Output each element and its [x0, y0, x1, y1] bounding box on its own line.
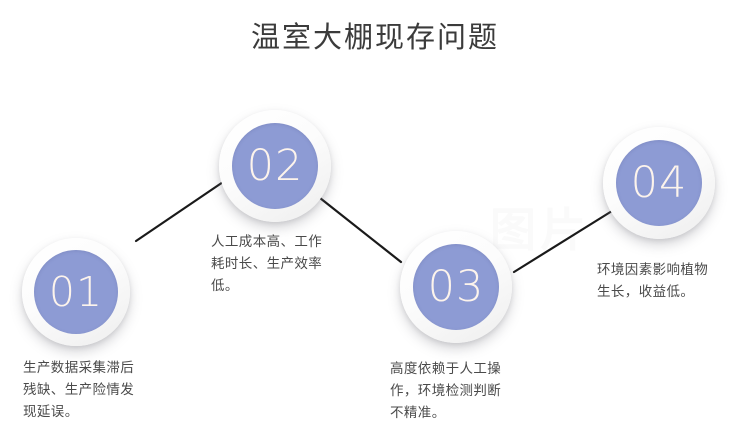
step-bubble-inner-03: 03 — [413, 244, 499, 330]
step-bubble-inner-02: 02 — [232, 123, 318, 209]
step-number-02: 02 — [246, 140, 304, 191]
step-number-01: 01 — [48, 267, 104, 316]
step-bubble-04[interactable]: 04 — [603, 127, 715, 239]
step-bubble-03[interactable]: 03 — [400, 231, 512, 343]
step-number-04: 04 — [630, 157, 688, 208]
step-caption-02: 人工成本高、工作 耗时长、生产效率 低。 — [211, 234, 323, 293]
step-bubble-inner-04: 04 — [616, 140, 702, 226]
page-title: 温室大棚现存问题 — [250, 22, 499, 54]
step-caption-04: 环境因素影响植物 生长，收益低。 — [597, 262, 709, 299]
step-bubble-01[interactable]: 01 — [22, 238, 130, 346]
step-caption-03: 高度依赖于人工操 作，环境检测判断 不精准。 — [390, 361, 502, 420]
step-number-03: 03 — [427, 261, 485, 312]
step-bubble-inner-01: 01 — [34, 250, 118, 334]
step-bubble-02[interactable]: 02 — [219, 110, 331, 222]
step-caption-01: 生产数据采集滞后 残缺、生产险情发 现延误。 — [23, 360, 135, 419]
